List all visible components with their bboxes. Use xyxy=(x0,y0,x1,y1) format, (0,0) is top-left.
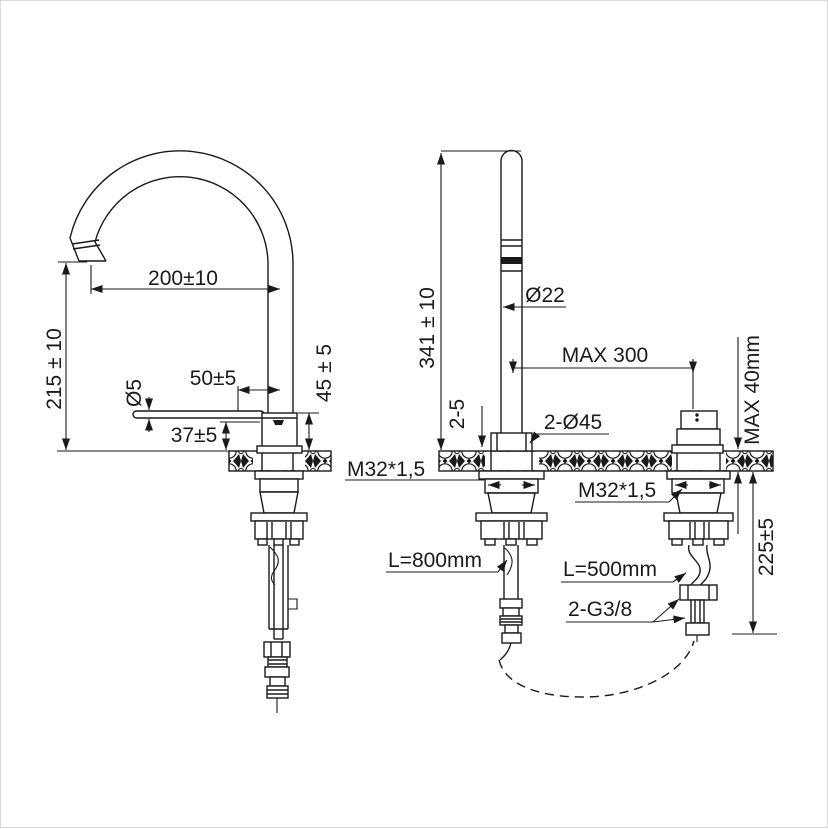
dim-under-deck-clearance: 225±5 xyxy=(755,518,778,576)
dim-spout-reach: 200±10 xyxy=(148,267,218,290)
dim-handle-rod-diameter: Ø5 xyxy=(123,379,146,407)
dim-handle-height: 37±5 xyxy=(171,424,218,447)
label-valve-thread: M32*1,5 xyxy=(578,479,656,502)
dashed-hose-curve xyxy=(498,640,695,698)
dim-tube-diameter: Ø22 xyxy=(525,284,565,307)
dim-handle-length: 50±5 xyxy=(190,367,237,390)
washer xyxy=(254,470,304,480)
under-counter-hardware-front xyxy=(250,470,308,713)
gooseneck-spout xyxy=(69,150,294,413)
valve-flange xyxy=(671,444,724,454)
supply-hose-front xyxy=(268,545,298,640)
front-view: 200±10 215 ± 10 50±5 Ø5 37±5 45 ± 5 xyxy=(43,150,336,713)
mounting-nut xyxy=(259,478,299,493)
spout-hose xyxy=(499,545,523,661)
dim-max-hole-spacing: MAX 300 xyxy=(562,344,648,367)
valve-unit-side xyxy=(663,410,734,642)
valve-top-cap xyxy=(680,410,718,430)
label-hose-connection: 2-G3/8 xyxy=(568,598,632,621)
dim-base-clearance: 2-5 xyxy=(446,399,469,429)
spout-mounting-nut xyxy=(484,478,539,494)
side-view-dimensions: 341 ± 10 Ø22 MAX 300 2-5 2-Ø45 M32*1,5 M… xyxy=(345,150,778,635)
spout-under-counter xyxy=(475,470,548,661)
base-flange xyxy=(256,445,303,454)
handle-lever xyxy=(132,410,265,419)
label-valve-hose-length: L=500mm xyxy=(563,558,657,581)
dim-overall-height: 341 ± 10 xyxy=(416,287,439,369)
label-spout-thread: M32*1,5 xyxy=(347,458,425,481)
dim-spout-height: 215 ± 10 xyxy=(43,328,66,410)
spout-ring xyxy=(501,257,522,264)
faucet-body xyxy=(256,412,303,454)
spout-tightening-nut xyxy=(480,520,543,540)
side-view: 341 ± 10 Ø22 MAX 300 2-5 2-Ø45 M32*1,5 M… xyxy=(345,149,778,698)
tightening-nut xyxy=(254,520,304,540)
dim-body-height: 45 ± 5 xyxy=(313,344,336,402)
valve-tightening-nut xyxy=(668,520,729,540)
front-view-dimensions: 200±10 215 ± 10 50±5 Ø5 37±5 45 ± 5 xyxy=(43,261,336,452)
label-spout-hose-length: L=800mm xyxy=(388,549,482,572)
countertop-hole-valve xyxy=(672,452,726,470)
countertop-hole-front xyxy=(253,452,305,470)
countertop-hole-spout xyxy=(485,452,539,470)
label-mounting-holes: 2-Ø45 xyxy=(544,411,602,434)
dim-max-deck-thickness: MAX 40mm xyxy=(741,335,764,445)
valve-hose xyxy=(679,544,718,642)
hose-connector-front xyxy=(263,641,291,713)
